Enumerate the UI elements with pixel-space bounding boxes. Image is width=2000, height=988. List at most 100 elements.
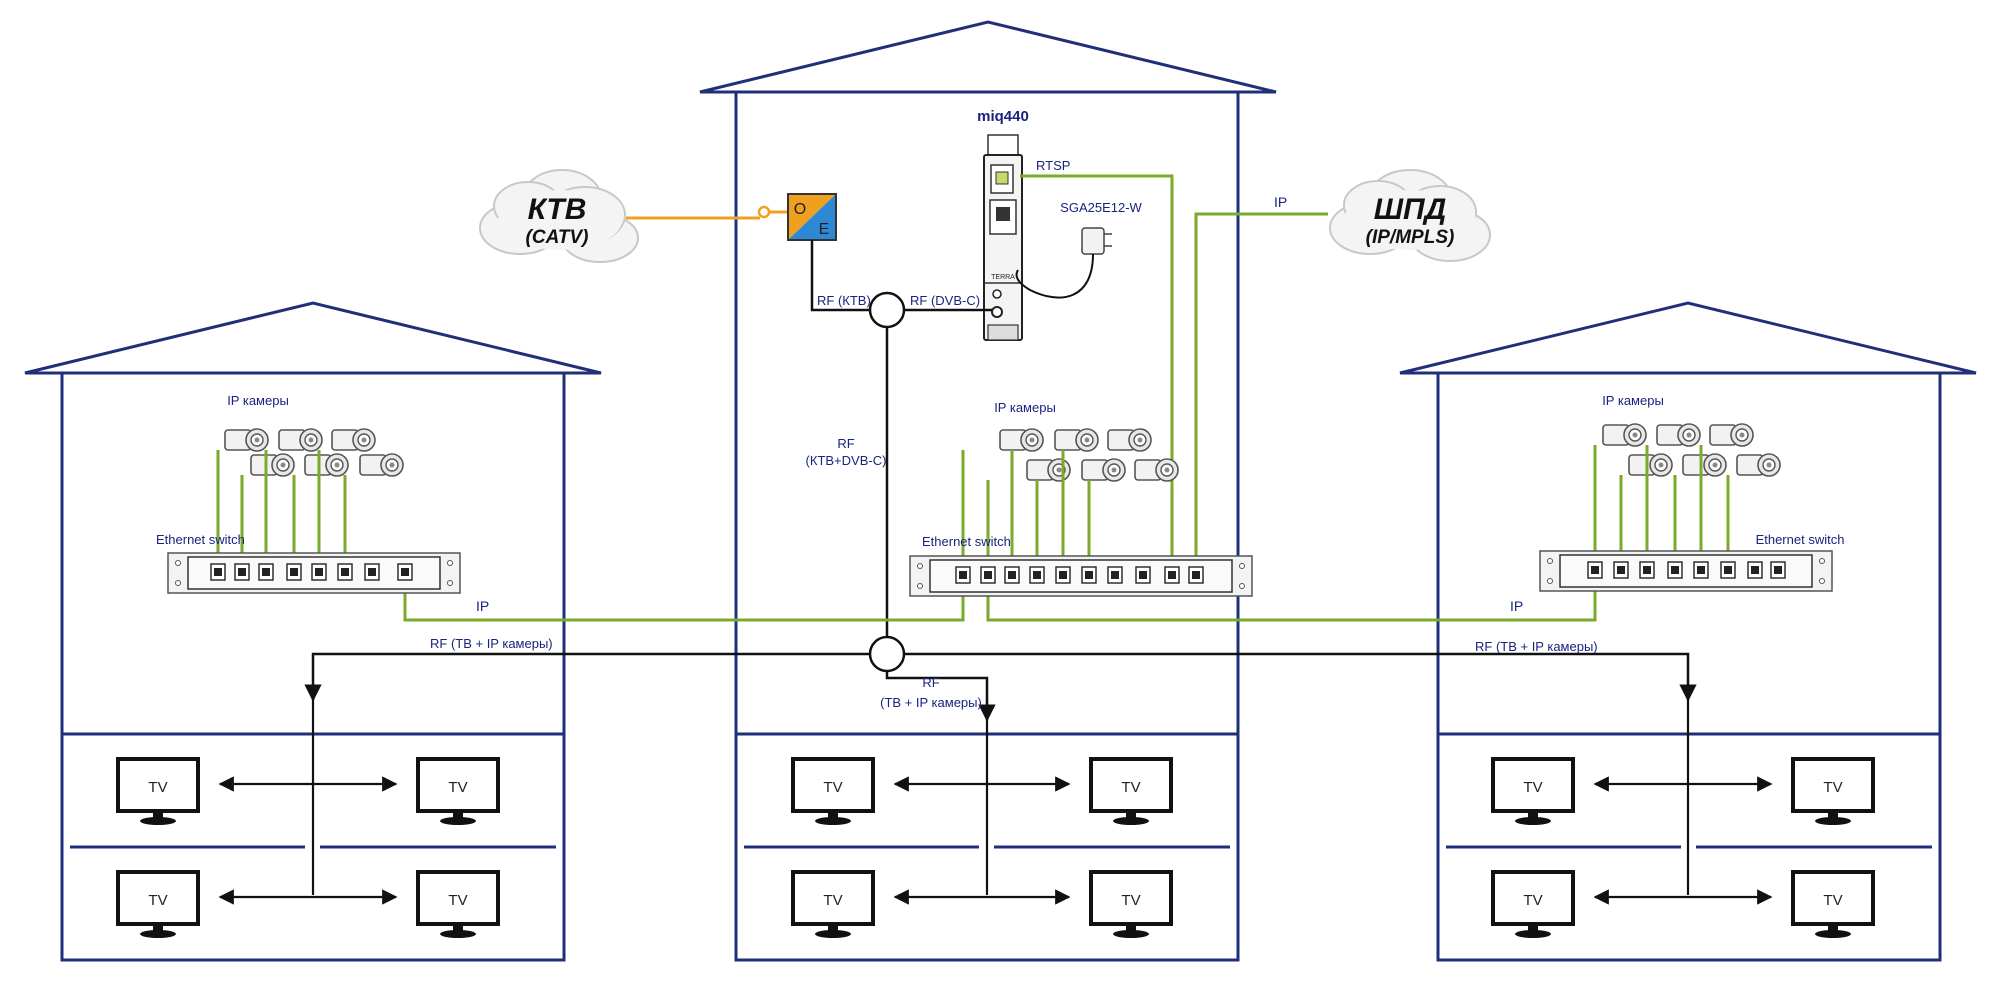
tv-icon: TV [791, 757, 875, 827]
switch-port [258, 563, 274, 581]
ip-camera-icon [1656, 423, 1701, 447]
ip-camera-icon [1054, 428, 1099, 452]
power-supply: SGA25E12-W [1015, 200, 1143, 299]
switch-port [210, 563, 226, 581]
switch-port [286, 563, 302, 581]
label-rf-right: RF (ТВ + IP камеры) [1475, 639, 1598, 654]
device-name: miq440 [977, 108, 1029, 125]
tv-label: TV [1523, 892, 1542, 909]
tv-label: TV [1823, 779, 1842, 796]
switch-port [1164, 566, 1180, 584]
ip-camera-icon [250, 453, 295, 477]
switch-port [1693, 561, 1709, 579]
tv-label: TV [823, 779, 842, 796]
label-rf-dvbc: RF (DVB-C) [910, 293, 980, 308]
switch-port [397, 563, 413, 581]
ethernet-switch-left [167, 552, 461, 594]
cloud-ktv-subtitle: (CATV) [526, 227, 589, 248]
ip-camera-icon [1628, 453, 1673, 477]
switch-port [1613, 561, 1629, 579]
tv-label: TV [1121, 779, 1140, 796]
switch-port [1747, 561, 1763, 579]
tv-label: TV [148, 779, 167, 796]
tv-icon: TV [416, 757, 500, 827]
switch-label-left: Ethernet switch [156, 532, 245, 547]
switch-port [364, 563, 380, 581]
cameras-label-right: IP камеры [1602, 393, 1664, 408]
tv-icon: TV [1791, 870, 1875, 940]
building-left-roof [24, 301, 602, 375]
cloud-ktv: КТВ (CATV) [479, 169, 639, 263]
ip-camera-icon [999, 428, 1044, 452]
switch-port [1029, 566, 1045, 584]
tvs-layer: TV TV TV TV TV TV TV TV TV TV TV TV [116, 700, 1875, 940]
converter-o-label: O [794, 201, 806, 218]
switch-port [1770, 561, 1786, 579]
tv-label: TV [148, 892, 167, 909]
tv-label: TV [1523, 779, 1542, 796]
ip-camera-icon [278, 428, 323, 452]
ethernet-switch-right [1539, 550, 1833, 592]
tv-label: TV [1823, 892, 1842, 909]
cloud-shpd-subtitle: (IP/MPLS) [1366, 227, 1455, 248]
label-rtsp: RTSP [1036, 158, 1070, 173]
tv-label: TV [1121, 892, 1140, 909]
switch-label-center: Ethernet switch [922, 534, 1011, 549]
rf-splitter-top [868, 291, 906, 329]
tv-icon: TV [116, 870, 200, 940]
switch-port [311, 563, 327, 581]
cloud-ktv-title: КТВ [528, 193, 587, 226]
ip-camera-icon [331, 428, 376, 452]
converter-e-label: E [819, 221, 830, 238]
building-center-body [734, 90, 1240, 962]
tv-label: TV [448, 779, 467, 796]
switches-layer: Ethernet switch Ethernet switch Ethernet s… [156, 532, 1845, 597]
switch-port [1004, 566, 1020, 584]
tv-icon: TV [1491, 757, 1575, 827]
optical-converter: O E [787, 193, 837, 241]
switch-port [234, 563, 250, 581]
building-left-body [60, 371, 566, 962]
switch-port [1720, 561, 1736, 579]
tv-icon: TV [416, 870, 500, 940]
cloud-shpd: ШПД (IP/MPLS) [1329, 169, 1491, 262]
cloud-shpd-title: ШПД [1374, 193, 1447, 226]
building-center-roof [699, 20, 1277, 94]
label-rf-center-2: (ТВ + IP камеры) [880, 695, 982, 710]
tv-icon: TV [1089, 870, 1173, 940]
ethernet-uplinks [403, 174, 1597, 622]
label-ip-right: IP [1510, 598, 1523, 614]
rf-lines [304, 240, 1697, 722]
tv-label: TV [823, 892, 842, 909]
tv-label: TV [448, 892, 467, 909]
device-brand: TERRA [991, 274, 1015, 281]
switch-port [1055, 566, 1071, 584]
cameras-label-center: IP камеры [994, 400, 1056, 415]
switch-port [980, 566, 996, 584]
tv-icon: TV [791, 870, 875, 940]
building-center [699, 20, 1277, 962]
line-labels: RTSP IP RF (КТВ) RF (DVB-C) RF (КТВ+DVB-… [430, 158, 1598, 710]
label-rf-center-1: RF [922, 675, 939, 690]
miq440-device: miq440 TERRA [977, 108, 1029, 341]
label-ip-left: IP [476, 598, 489, 614]
switch-port [1081, 566, 1097, 584]
ip-camera-icon [1081, 458, 1126, 482]
psu-label: SGA25E12-W [1060, 200, 1142, 215]
ip-camera-icon [1602, 423, 1647, 447]
switch-port [1188, 566, 1204, 584]
building-right-roof [1399, 301, 1977, 375]
label-ip-top: IP [1274, 194, 1287, 210]
switch-port [337, 563, 353, 581]
ip-camera-icon [1736, 453, 1781, 477]
tv-icon: TV [1791, 757, 1875, 827]
switch-port [1639, 561, 1655, 579]
ip-camera-icon [1682, 453, 1727, 477]
rf-splitter-main [868, 635, 906, 673]
switch-port [1667, 561, 1683, 579]
building-left [24, 301, 602, 962]
switch-label-right: Ethernet switch [1756, 532, 1845, 547]
